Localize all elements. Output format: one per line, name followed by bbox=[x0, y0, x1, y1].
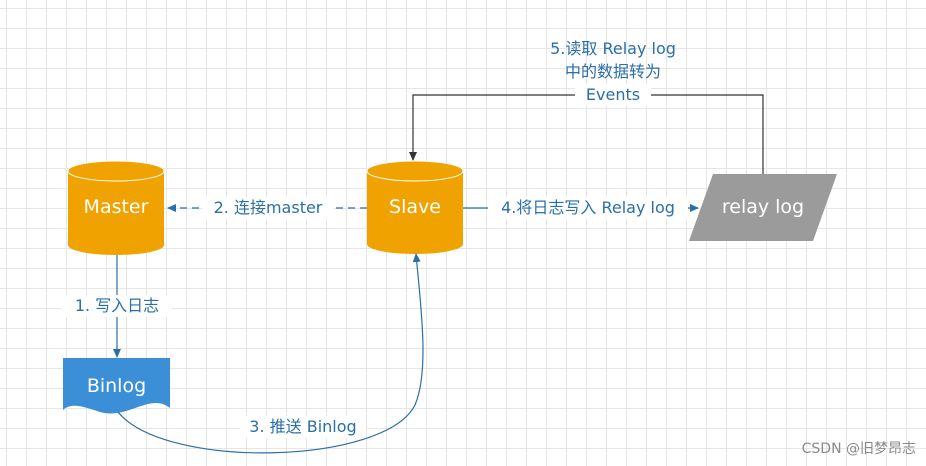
step4-label: 4.将日志写入 Relay log bbox=[488, 197, 688, 219]
edge-relay-to-slave bbox=[409, 94, 764, 174]
step5-label-line2: 中的数据转为 bbox=[564, 62, 661, 81]
edge-binlog-to-slave bbox=[117, 253, 424, 454]
csdn-watermark: CSDN @旧梦昂志 bbox=[801, 441, 916, 457]
step5-label-line3: Events bbox=[575, 84, 651, 106]
relay-log-shape bbox=[689, 174, 837, 241]
step2-label: 2. 连接master bbox=[202, 197, 334, 219]
slave-label: Slave bbox=[389, 196, 441, 218]
master-label: Master bbox=[83, 196, 149, 218]
step5-label-line1: 5.读取 Relay log bbox=[550, 39, 676, 58]
step1-label: 1. 写入日志 bbox=[62, 295, 172, 317]
binlog-document bbox=[63, 358, 170, 414]
relay-log-label: relay log bbox=[721, 196, 805, 218]
slave-database bbox=[366, 160, 464, 254]
binlog-label: Binlog bbox=[86, 375, 147, 397]
master-database bbox=[67, 160, 165, 255]
step3-label: 3. 推送 Binlog bbox=[240, 416, 366, 438]
